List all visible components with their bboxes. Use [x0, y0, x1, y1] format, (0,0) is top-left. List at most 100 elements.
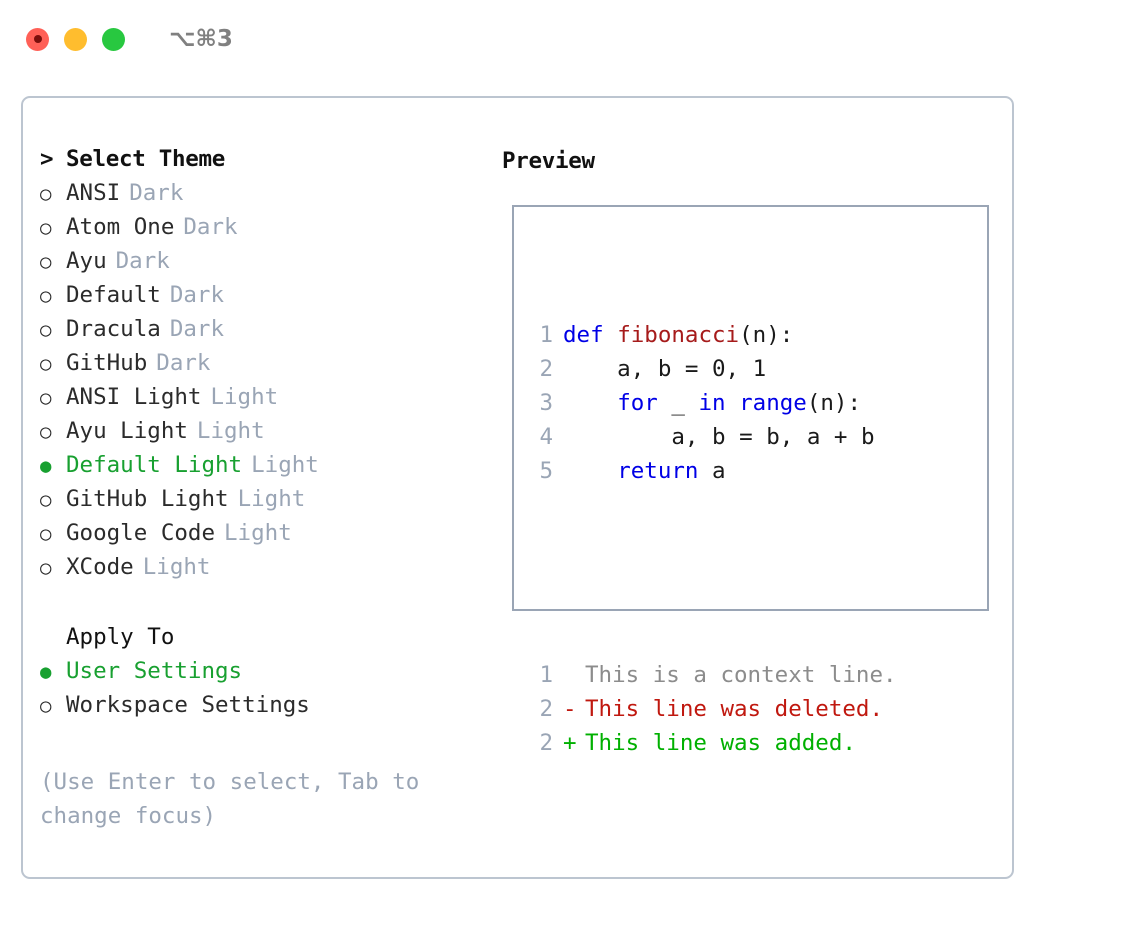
diff-line: 2-This line was deleted. [529, 692, 897, 726]
code-token: in [698, 390, 726, 416]
theme-name: Default [66, 282, 161, 308]
radio-unselected-icon[interactable]: ○ [40, 353, 52, 375]
radio-unselected-icon[interactable]: ○ [40, 557, 52, 579]
theme-list-item[interactable]: ○ XCode Light [40, 554, 500, 588]
theme-variant-tag: Light [224, 520, 292, 546]
title-bar: ⌥⌘3 [0, 0, 1140, 78]
diff-line: 1 This is a context line. [529, 658, 897, 692]
theme-name: Google Code [66, 520, 216, 546]
theme-list-item[interactable]: ○ ANSI Dark [40, 180, 500, 214]
apply-to-item[interactable]: ●User Settings [40, 658, 500, 692]
apply-to-list: ●User Settings○Workspace Settings [40, 658, 500, 726]
code-token: (n): [739, 322, 794, 348]
theme-name: Ayu [66, 248, 107, 274]
theme-variant-tag: Light [142, 554, 211, 580]
theme-name: Atom One [66, 214, 175, 240]
theme-list-item[interactable]: ○ GitHub Light Light [40, 486, 500, 520]
radio-unselected-icon[interactable]: ○ [40, 695, 52, 717]
line-number: 1 [539, 322, 553, 348]
diff-text: This is a context line. [585, 662, 897, 688]
window-controls [26, 27, 125, 51]
radio-selected-icon[interactable]: ● [40, 455, 52, 477]
code-line: 3 for _ in range(n): [529, 386, 897, 420]
preview-title: Preview [502, 148, 595, 174]
select-theme-title: Select Theme [66, 146, 225, 172]
apply-to-item[interactable]: ○Workspace Settings [40, 692, 500, 726]
radio-unselected-icon[interactable]: ○ [40, 489, 52, 511]
radio-unselected-icon[interactable]: ○ [40, 217, 52, 239]
preview-column: Preview [502, 146, 992, 180]
theme-variant-tag: Dark [115, 248, 170, 274]
section-spacer [40, 588, 500, 624]
line-number: 2 [539, 696, 553, 722]
code-token [604, 322, 618, 348]
code-line: 2 a, b = 0, 1 [529, 352, 897, 386]
code-line: 5 return a [529, 454, 897, 488]
theme-name: GitHub [66, 350, 148, 376]
line-number: 2 [539, 730, 553, 756]
theme-name: Dracula [66, 316, 161, 342]
theme-name: GitHub Light [66, 486, 229, 512]
code-token: a, b = 0, 1 [563, 356, 767, 382]
select-theme-header: > Select Theme [40, 146, 500, 180]
radio-unselected-icon[interactable]: ○ [40, 523, 52, 545]
close-button[interactable] [26, 27, 49, 51]
maximize-button[interactable] [102, 27, 125, 51]
code-line: 1 def fibonacci(n): [529, 318, 897, 352]
theme-list-item[interactable]: ○ GitHub Dark [40, 350, 500, 384]
radio-unselected-icon[interactable]: ○ [40, 183, 52, 205]
code-blank-line [529, 556, 897, 590]
theme-list-item[interactable]: ○ Ayu Dark [40, 248, 500, 282]
code-token [563, 458, 617, 484]
code-token: (n): [806, 390, 862, 416]
code-token: a, b = b, a + b [563, 424, 875, 450]
code-token: def [563, 322, 604, 348]
prompt-caret-icon: > [40, 146, 54, 172]
theme-name: Ayu Light [66, 418, 188, 444]
theme-variant-tag: Light [237, 486, 306, 512]
apply-to-header: ○ Apply To [40, 624, 500, 658]
code-token: return [617, 458, 699, 484]
theme-variant-tag: Light [196, 418, 265, 444]
apply-to-title: Apply To [66, 624, 175, 650]
diff-text: This line was added. [585, 730, 856, 756]
minimize-button[interactable] [64, 27, 87, 51]
theme-variant-tag: Dark [169, 316, 225, 342]
theme-variant-tag: Light [251, 452, 319, 478]
code-token: _ [657, 390, 699, 416]
line-number: 5 [539, 458, 553, 484]
code-token: a [698, 458, 726, 484]
theme-name: ANSI [66, 180, 121, 206]
code-token: range [739, 390, 807, 416]
theme-list-item[interactable]: ○ Default Dark [40, 282, 500, 316]
theme-list-item[interactable]: ○ Dracula Dark [40, 316, 500, 350]
radio-unselected-icon[interactable]: ○ [40, 387, 52, 409]
radio-unselected-icon[interactable]: ○ [40, 319, 52, 341]
theme-variant-tag: Dark [156, 350, 211, 376]
theme-name: XCode [66, 554, 134, 580]
diff-lines: 1 This is a context line.2-This line was… [529, 658, 897, 760]
radio-selected-icon[interactable]: ● [40, 661, 52, 683]
line-number: 3 [539, 390, 553, 416]
theme-variant-tag: Dark [169, 282, 225, 308]
line-number: 2 [539, 356, 553, 382]
theme-list-item[interactable]: ○ Ayu Light Light [40, 418, 500, 452]
theme-variant-tag: Dark [129, 180, 184, 206]
diff-marker-icon: - [563, 696, 577, 722]
radio-unselected-icon[interactable]: ○ [40, 251, 52, 273]
code-token: fibonacci [617, 322, 740, 348]
radio-unselected-icon[interactable]: ○ [40, 285, 52, 307]
radio-unselected-icon[interactable]: ○ [40, 421, 52, 443]
theme-name: ANSI Light [66, 384, 202, 410]
theme-list-item[interactable]: ○ Google Code Light [40, 520, 500, 554]
diff-text: This line was deleted. [585, 696, 884, 722]
